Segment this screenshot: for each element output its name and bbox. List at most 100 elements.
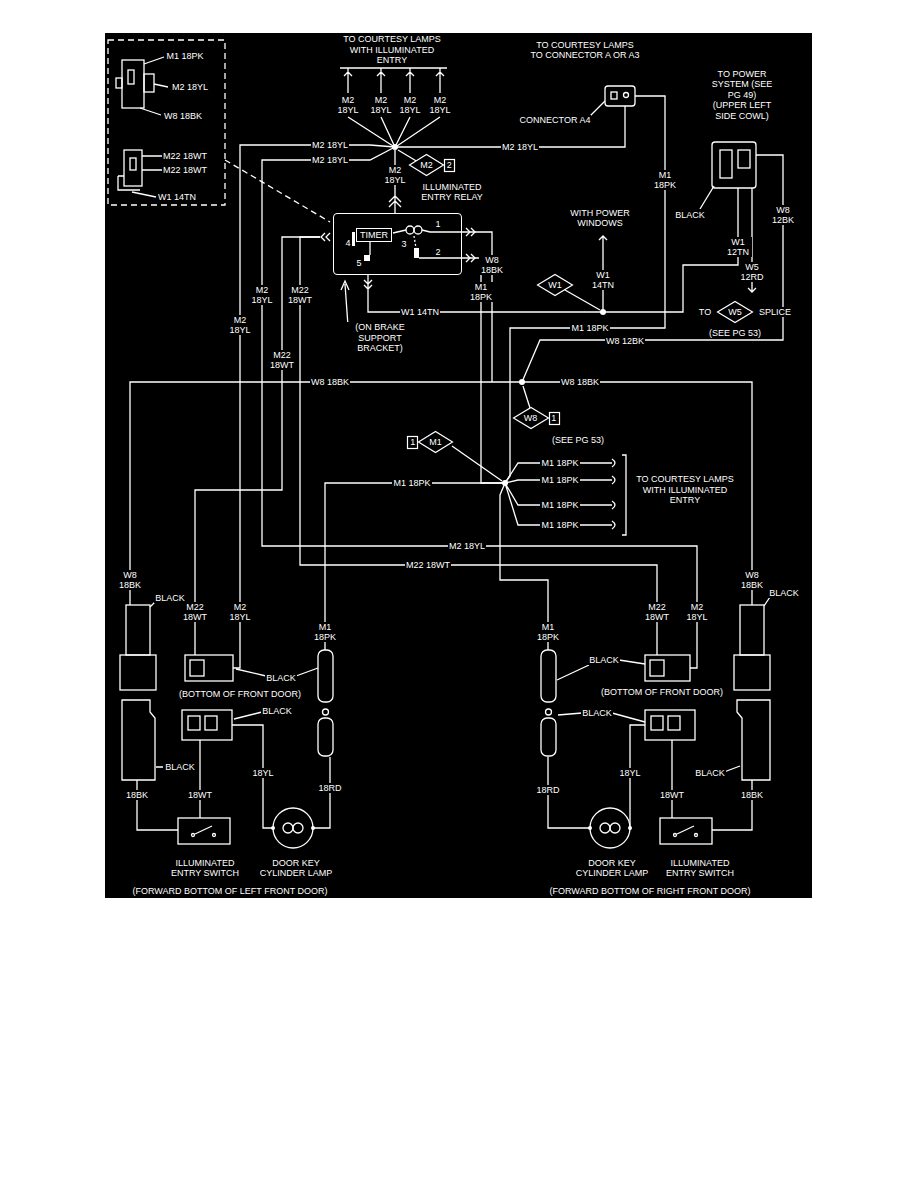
wire-label: W1 12TN	[725, 237, 752, 258]
wire-label: W1 14TN	[590, 270, 617, 291]
relay-pin	[414, 248, 419, 258]
splice-dot	[628, 826, 632, 830]
wire	[505, 463, 612, 525]
wire-label: M2 18YL	[368, 95, 395, 116]
splice-dot	[600, 309, 606, 315]
wire	[650, 660, 664, 676]
wire	[144, 74, 154, 92]
wire	[140, 57, 168, 115]
wire	[414, 236, 416, 248]
wire	[677, 826, 694, 834]
wire-label: W8 18BK	[739, 570, 766, 591]
wire	[325, 483, 505, 650]
wire	[340, 67, 447, 68]
wire-label: TO COURTESY LAMPS WITH ILLUMINATED ENTRY	[634, 474, 736, 505]
wire	[419, 257, 476, 258]
wire	[720, 150, 732, 178]
wire-label: M1 18PK	[540, 500, 579, 510]
diamond-shape	[513, 408, 548, 429]
wire-label: M1 18PK	[392, 478, 431, 488]
wire	[130, 158, 136, 170]
wire	[674, 834, 677, 837]
pin-number: 4	[344, 238, 351, 248]
wire	[651, 716, 663, 730]
wire	[546, 709, 552, 715]
diamond-shape	[419, 432, 453, 453]
box-number: 2	[444, 159, 455, 172]
wire-label: (BOTTOM OF FRONT DOOR)	[178, 689, 302, 699]
wire-label: W8 12BK	[770, 205, 797, 226]
wire	[195, 826, 212, 834]
pin-number: 1	[434, 219, 441, 229]
wire	[668, 716, 680, 730]
wire-label: (SEE PG 53)	[708, 328, 762, 338]
wire	[108, 40, 783, 848]
relay-box: 14325TIMER	[333, 213, 462, 275]
wire-label: ILLUMINATED ENTRY SWITCH	[164, 858, 246, 879]
wire-label: M22 18WT	[405, 560, 451, 570]
wire-label: 18RD	[317, 783, 342, 793]
wire-label: TO	[698, 307, 712, 317]
wire	[205, 716, 217, 730]
wire-label: BLACK	[164, 762, 196, 772]
wire-label: W8 18BK	[117, 570, 144, 591]
wire	[262, 147, 697, 668]
wire	[734, 655, 770, 690]
wire-label: M1 18PK	[468, 282, 495, 303]
splice-diamond: W5	[717, 301, 753, 323]
splice-diamond: M22	[409, 154, 455, 176]
relay-pin	[364, 255, 370, 261]
relay-pin	[352, 232, 355, 246]
wire	[122, 700, 155, 780]
wire	[612, 459, 615, 529]
wire	[128, 70, 134, 84]
wire-label: M2 18YL	[501, 142, 539, 152]
wire	[199, 740, 200, 818]
wire-label: M1 18PK	[535, 622, 562, 643]
wire-label: M2 18YL	[335, 95, 362, 116]
wire	[671, 740, 672, 818]
wire-label: WITH POWER WINDOWS	[564, 208, 636, 229]
wire	[318, 650, 333, 702]
wire-label: M1 18PK	[165, 51, 204, 61]
wire	[233, 145, 395, 668]
wire-label: 18BK	[740, 790, 764, 800]
wire-label: TO POWER SYSTEM (SEE PG 49) (UPPER LEFT …	[710, 69, 774, 121]
wire-label: M2 18YL	[249, 285, 276, 306]
wire	[590, 808, 630, 848]
wire-label: W1 14TN	[157, 192, 197, 202]
number-box	[549, 413, 559, 425]
wire-label: M2 18YL	[397, 95, 424, 116]
wire-label: M2 18YL	[227, 315, 254, 336]
splice-diamond: W81	[513, 407, 560, 429]
wire-label: BLACK	[261, 706, 293, 716]
wire-label: BLACK	[265, 673, 297, 683]
splice-dot	[392, 144, 398, 150]
wire-label: BLACK	[674, 210, 706, 220]
wire-label: 18WT	[187, 790, 213, 800]
wire	[466, 228, 475, 262]
wire	[124, 150, 142, 186]
wire-label: TO COURTESY LAMPS TO CONNECTOR A OR A3	[529, 40, 641, 61]
diamond-label: M1	[418, 431, 453, 453]
wire-label: (ON BRAKE SUPPORT BRACKET)	[337, 322, 424, 353]
wire-label: 18YL	[618, 768, 641, 778]
diamond-shape	[718, 302, 753, 323]
wire	[120, 655, 156, 690]
wire-label: ILLUMINATED ENTRY SWITCH	[659, 858, 741, 879]
wire	[369, 241, 370, 255]
wire-label: M2 18YL	[311, 140, 349, 150]
wire	[523, 386, 530, 408]
wire	[323, 709, 329, 715]
wire-label: BLACK	[768, 588, 800, 598]
wire-label: TO COURTESY LAMPS WITH ILLUMINATED ENTRY	[341, 34, 443, 65]
wire	[414, 226, 422, 234]
wire	[137, 780, 178, 830]
wire	[645, 710, 695, 740]
diamond-label: M2	[409, 154, 444, 176]
wire	[118, 176, 140, 190]
wire-label: 18YL	[251, 768, 274, 778]
wire-label: M1 18PK	[540, 475, 579, 485]
diamond-shape	[538, 275, 573, 296]
